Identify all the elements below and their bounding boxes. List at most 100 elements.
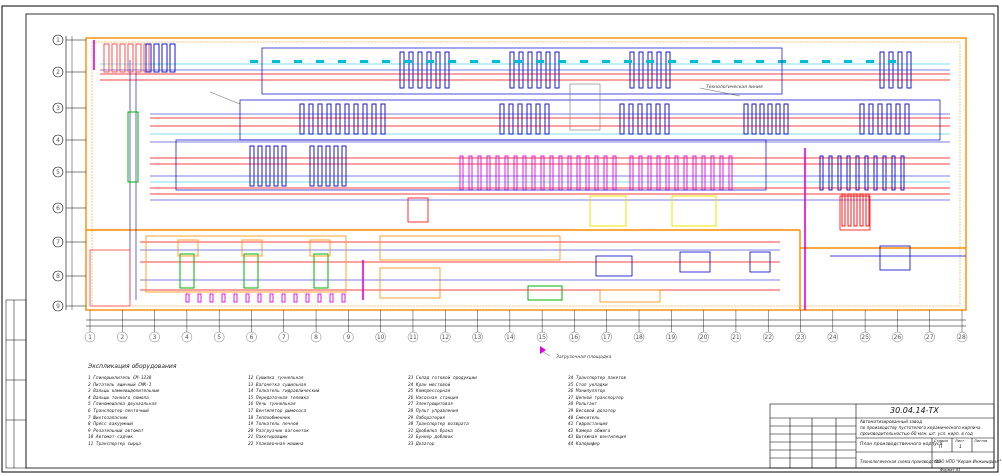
column-axis-label: 24 xyxy=(829,334,837,341)
column-axis-label: 11 xyxy=(409,334,417,341)
roller-marker xyxy=(888,60,896,63)
kiln-car xyxy=(837,155,842,191)
kiln-car xyxy=(865,193,870,227)
magenta-elements xyxy=(93,40,806,310)
kiln-car xyxy=(127,43,134,73)
kiln-car xyxy=(877,103,883,135)
row-axis-label: 2 xyxy=(56,69,60,76)
left-stamp-strip xyxy=(5,299,27,469)
kiln-car xyxy=(233,293,238,303)
legend-item: 31 Дробилка брака xyxy=(408,428,453,434)
kiln-car xyxy=(143,43,150,73)
kiln-car xyxy=(656,51,662,89)
legend-item: 19 Толкатель печной xyxy=(248,422,299,428)
column-axis-bubble xyxy=(795,331,806,343)
packaging-area xyxy=(407,195,966,277)
kiln-car xyxy=(549,155,554,191)
row-axis-bubble xyxy=(52,300,64,312)
column-axis-label: 14 xyxy=(506,334,514,341)
kiln-car xyxy=(326,103,332,135)
kiln-car xyxy=(305,293,310,303)
kiln-car xyxy=(344,103,350,135)
column-axis-label: 10 xyxy=(377,334,385,341)
roller-marker xyxy=(558,60,566,63)
green-equipment xyxy=(127,111,563,301)
kiln-car xyxy=(847,193,852,227)
kiln-section xyxy=(175,47,941,191)
column-axis-label: 23 xyxy=(797,334,805,341)
kiln-car xyxy=(868,103,874,135)
legend-item: 40 Смеситель xyxy=(568,415,600,421)
column-axis-bubble xyxy=(633,331,645,343)
column-axis-bubble xyxy=(246,331,257,343)
kiln-car xyxy=(603,155,608,191)
column-axis-label: 26 xyxy=(894,334,902,341)
legend-item: 12 Сушилка туннельная xyxy=(248,376,304,381)
kiln-car xyxy=(629,155,634,191)
roller-marker xyxy=(580,60,588,63)
column-axis-bubble xyxy=(601,331,612,343)
roller-marker xyxy=(646,60,654,63)
column-axis-label: 17 xyxy=(603,334,611,341)
column-axis-label: 19 xyxy=(668,334,676,341)
kiln-car xyxy=(585,155,590,191)
kiln-car xyxy=(308,103,314,135)
column-axis-label: 5 xyxy=(217,334,221,341)
column-axis-label: 6 xyxy=(250,334,254,341)
kiln-car xyxy=(535,103,541,135)
kiln-car xyxy=(518,51,524,89)
kiln-car xyxy=(362,103,368,135)
kiln-car xyxy=(299,103,305,135)
kiln-car xyxy=(819,155,824,191)
row-axis-label: 3 xyxy=(56,105,60,112)
legend-item: 32 Бункер добавок xyxy=(408,435,453,441)
kiln-car xyxy=(459,155,464,191)
stage-label: Стадия xyxy=(934,439,948,443)
kiln-car xyxy=(209,293,214,303)
kiln-car xyxy=(638,155,643,191)
column-axis-bubble xyxy=(343,331,354,343)
column-axis-bubble xyxy=(698,331,709,343)
kiln-car xyxy=(558,155,563,191)
title-line-2: по производству пустотелого керамическог… xyxy=(860,425,981,430)
roller-marker xyxy=(844,60,852,63)
kiln-car xyxy=(619,103,625,135)
document-code: 30.04.14-ТХ xyxy=(890,406,939,415)
column-axis-label: 9 xyxy=(346,334,350,341)
roller-marker xyxy=(514,60,522,63)
kiln-car xyxy=(536,51,542,89)
column-axis-label: 16 xyxy=(571,334,579,341)
kiln-car xyxy=(509,51,515,89)
column-axis-bubble xyxy=(472,331,483,343)
kiln-car xyxy=(853,193,858,227)
kiln-car xyxy=(477,155,482,191)
kiln-car xyxy=(567,155,572,191)
kiln-car xyxy=(646,103,652,135)
column-axis-bubble xyxy=(310,331,322,343)
column-axis-label: 20 xyxy=(700,334,708,341)
kiln-car xyxy=(399,51,405,89)
row-axis-label: 4 xyxy=(56,137,60,144)
column-axis-label: 1 xyxy=(88,334,92,341)
roller-marker xyxy=(822,60,830,63)
kiln-car xyxy=(508,103,514,135)
legend-item: 42 Камера обжига xyxy=(568,428,611,434)
kiln-car xyxy=(169,43,176,73)
sheet-inner-border xyxy=(25,13,995,469)
kiln-car xyxy=(380,103,386,135)
kiln-car xyxy=(904,103,910,135)
legend-item: 35 Стол укладки xyxy=(568,382,608,388)
format-label: Формат А1 xyxy=(940,468,961,472)
roller-marker xyxy=(470,60,478,63)
loading-label: Загрузочная площадка xyxy=(556,354,612,360)
kiln-car xyxy=(371,103,377,135)
kiln-car xyxy=(495,155,500,191)
roller-marker xyxy=(426,60,434,63)
legend-item: 34 Транспортер пакетов xyxy=(568,376,627,381)
kiln-car xyxy=(637,103,643,135)
legend-item: 3 Вальцы камневыделительные xyxy=(88,389,160,395)
title-line-3: производительностью 60 млн. шт. усл. кир… xyxy=(860,431,973,436)
